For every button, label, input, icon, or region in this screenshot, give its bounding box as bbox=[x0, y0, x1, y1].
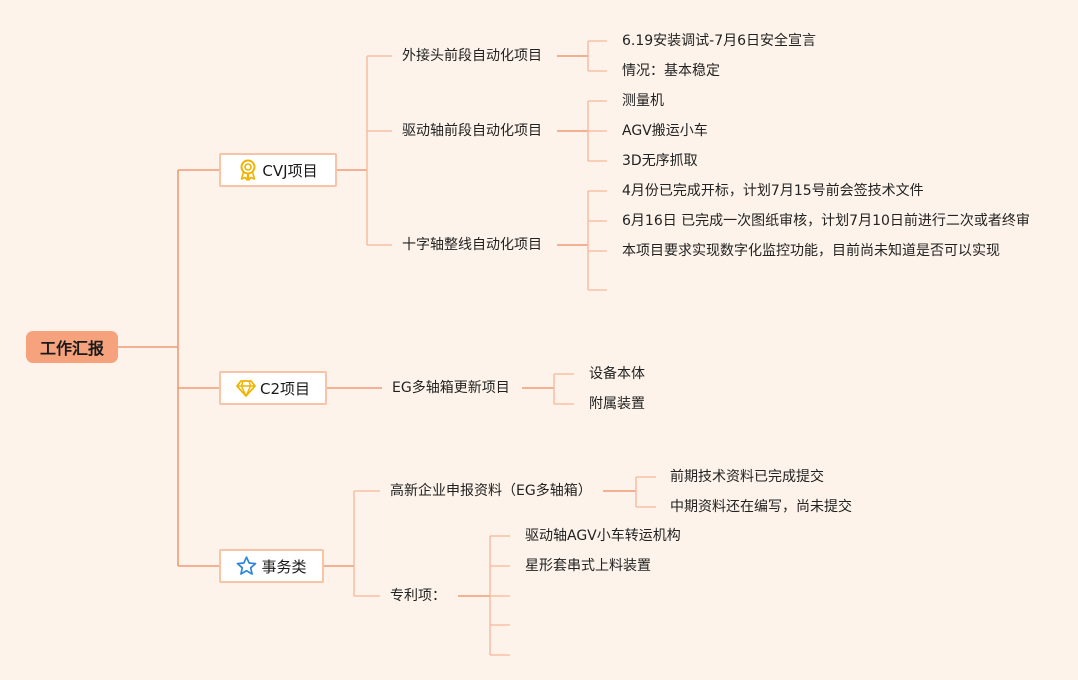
root-node[interactable]: 工作汇报 bbox=[26, 331, 118, 363]
topic-high-tech-application[interactable]: 高新企业申报资料（EG多轴箱） bbox=[390, 483, 592, 499]
award-medal-icon bbox=[238, 159, 258, 181]
diamond-icon bbox=[236, 379, 256, 397]
leaf-item[interactable]: AGV搬运小车 bbox=[622, 123, 708, 139]
leaf-item[interactable]: 情况：基本稳定 bbox=[622, 63, 720, 79]
root-label: 工作汇报 bbox=[39, 339, 104, 358]
branch-label: 事务类 bbox=[261, 557, 307, 576]
branch-label: CVJ项目 bbox=[262, 161, 318, 180]
topic-cross-shaft[interactable]: 十字轴整线自动化项目 bbox=[402, 237, 542, 253]
leaf-item[interactable]: 本项目要求实现数字化监控功能，目前尚未知道是否可以实现 bbox=[622, 243, 1000, 259]
leaf-item[interactable]: 6月16日 已完成一次图纸审核，计划7月10日前进行二次或者终审 bbox=[622, 213, 1030, 229]
leaf-item[interactable]: 测量机 bbox=[622, 93, 664, 109]
leaf-item[interactable]: 4月份已完成开标，计划7月15号前会签技术文件 bbox=[622, 183, 924, 199]
branch-node-cvj[interactable]: CVJ项目 bbox=[219, 153, 337, 187]
topic-eg-gearbox[interactable]: EG多轴箱更新项目 bbox=[392, 380, 510, 396]
leaf-item[interactable]: 6.19安装调试-7月6日安全宣言 bbox=[622, 33, 817, 49]
leaf-item[interactable]: 中期资料还在编写，尚未提交 bbox=[670, 499, 852, 515]
leaf-item[interactable]: 附属装置 bbox=[589, 396, 645, 412]
branch-node-affairs[interactable]: 事务类 bbox=[219, 549, 324, 583]
leaf-item[interactable]: 星形套串式上料装置 bbox=[525, 558, 651, 574]
branch-label: C2项目 bbox=[259, 379, 311, 398]
branch-node-c2[interactable]: C2项目 bbox=[219, 371, 327, 405]
leaf-item[interactable]: 设备本体 bbox=[589, 366, 645, 382]
leaf-item[interactable]: 3D无序抓取 bbox=[622, 153, 698, 169]
leaf-item[interactable]: 驱动轴AGV小车转运机构 bbox=[525, 528, 681, 544]
topic-outer-joint[interactable]: 外接头前段自动化项目 bbox=[402, 48, 542, 64]
topic-patents[interactable]: 专利项： bbox=[390, 588, 446, 604]
star-icon bbox=[236, 556, 257, 576]
topic-drive-shaft[interactable]: 驱动轴前段自动化项目 bbox=[402, 123, 542, 139]
leaf-item[interactable]: 前期技术资料已完成提交 bbox=[670, 469, 824, 485]
